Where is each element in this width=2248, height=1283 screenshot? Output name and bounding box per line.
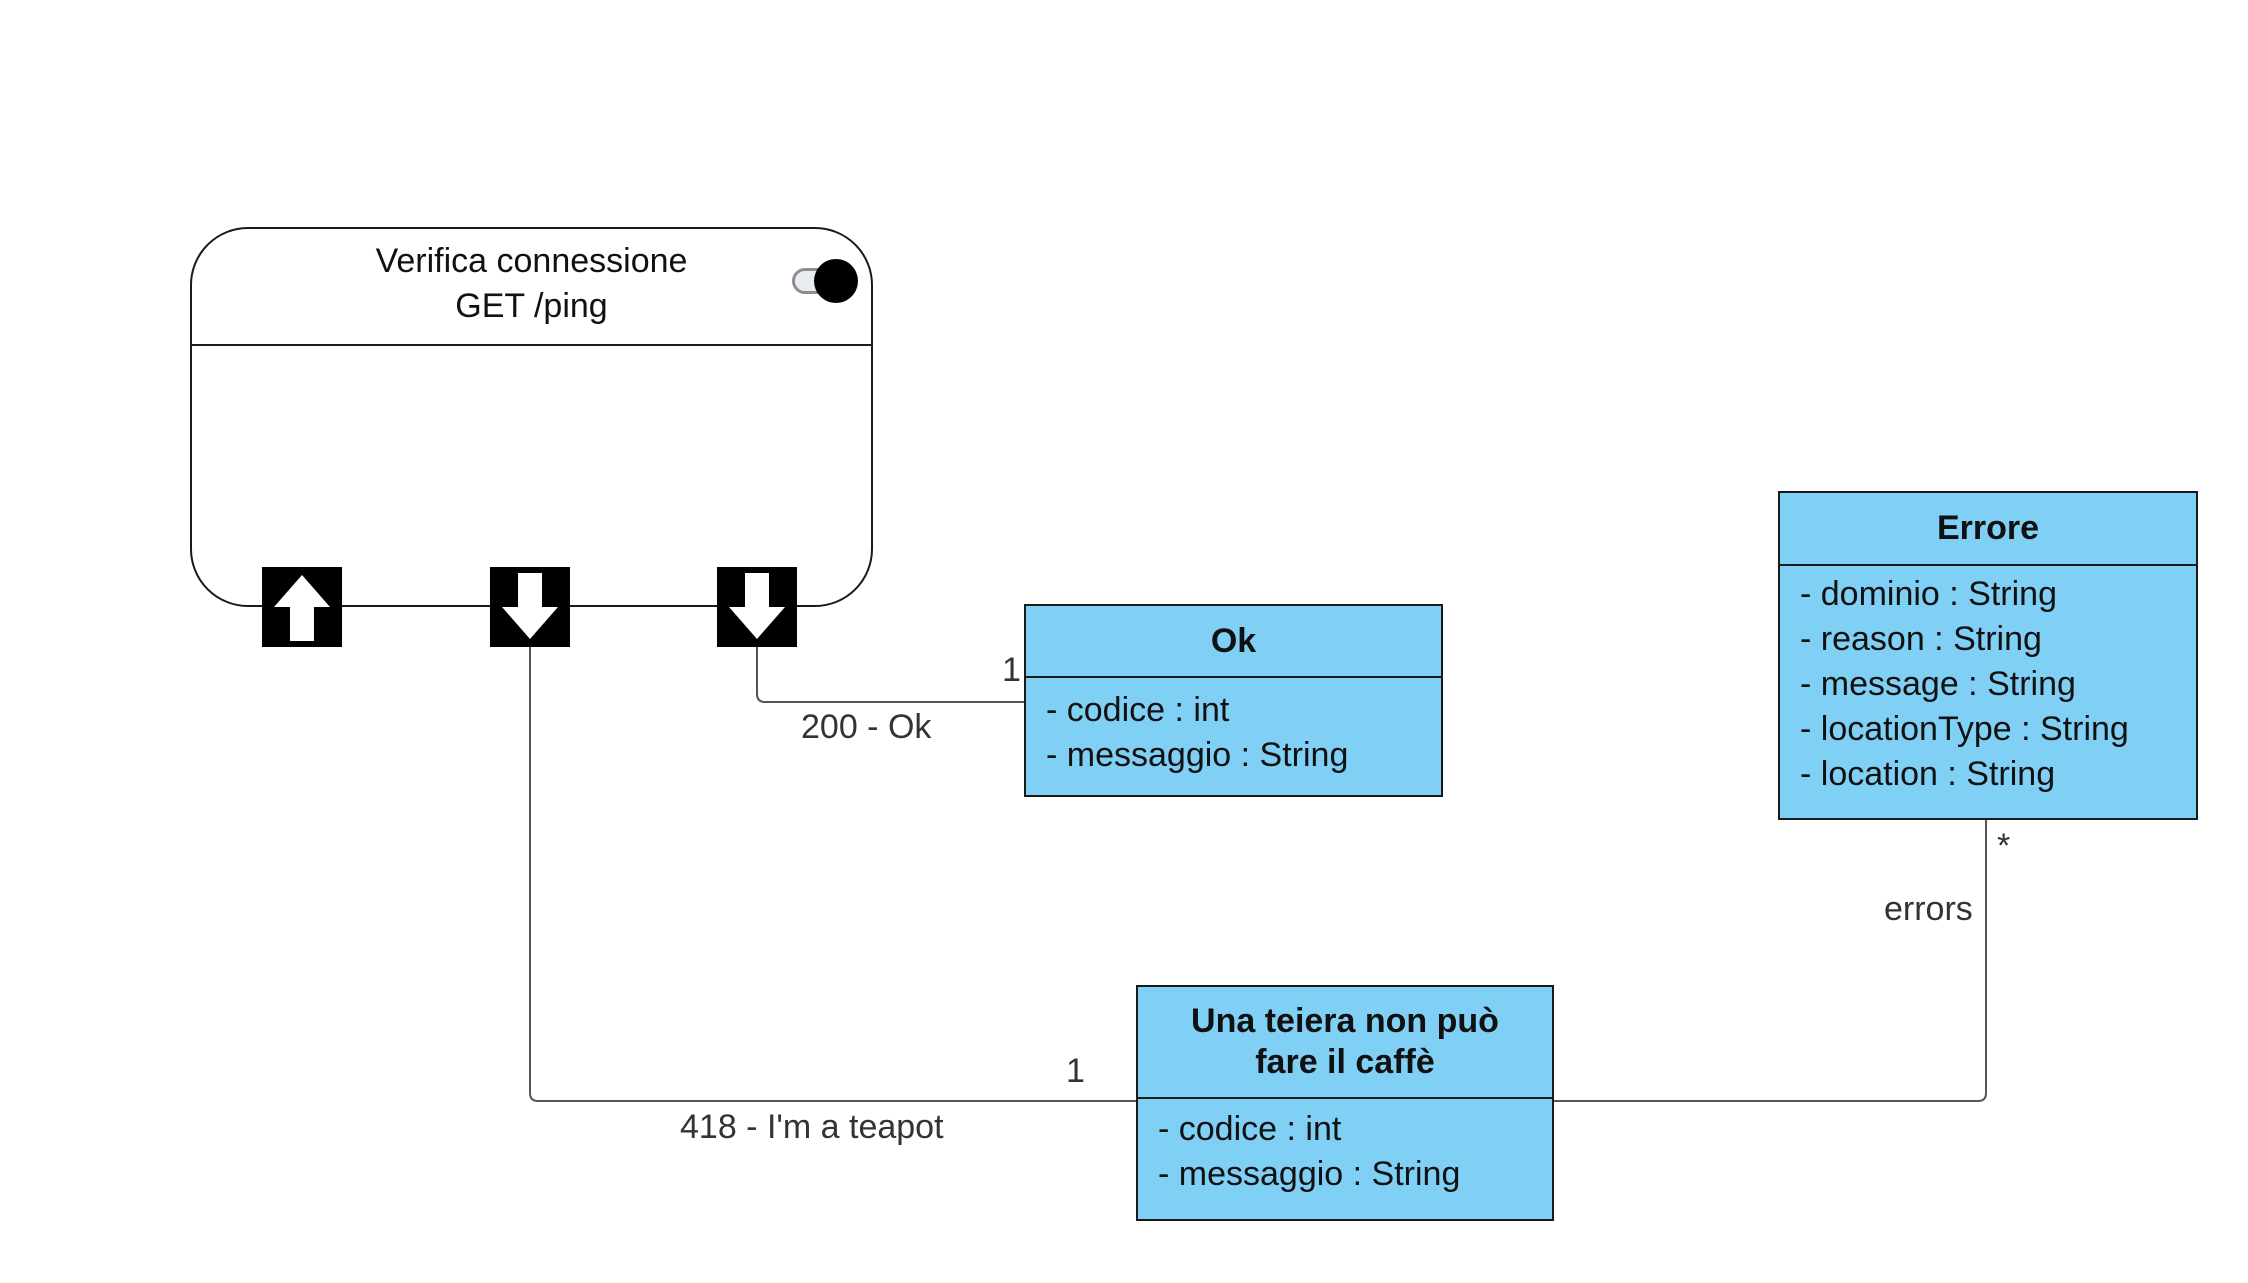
attribute: - messaggio : String [1046, 736, 1349, 774]
class-name: Errore [1780, 493, 2196, 566]
attribute: - messaggio : String [1158, 1155, 1461, 1193]
attribute: - codice : int [1046, 691, 1230, 729]
toggle-knob [814, 259, 858, 303]
api-operation-box[interactable]: Verifica connessione GET /ping [190, 227, 873, 607]
multiplicity-ok: 1 [1002, 651, 1021, 689]
class-ok[interactable]: Ok - codice : int - messaggio : String [1024, 604, 1443, 797]
response-port-418[interactable] [490, 567, 570, 647]
attribute: - locationType : String [1800, 710, 2129, 748]
response-port-200[interactable] [717, 567, 797, 647]
class-attributes: - codice : int - messaggio : String [1138, 1099, 1552, 1197]
operation-endpoint: GET /ping [455, 287, 608, 325]
attribute: - codice : int [1158, 1110, 1342, 1148]
multiplicity-teapot: 1 [1066, 1052, 1085, 1090]
class-errore[interactable]: Errore - dominio : String - reason : Str… [1778, 491, 2198, 820]
label-200-ok: 200 - Ok [801, 708, 932, 746]
class-name: Una teiera non può fare il caffè [1138, 987, 1552, 1099]
label-errors: errors [1884, 890, 1973, 928]
connector-200-ok [756, 647, 1024, 703]
attribute: - message : String [1800, 665, 2076, 703]
connector-errors [1550, 818, 1987, 1102]
class-teapot[interactable]: Una teiera non può fare il caffè - codic… [1136, 985, 1554, 1221]
operation-divider [192, 344, 871, 346]
toggle-on-icon[interactable] [792, 257, 860, 305]
arrow-down-icon [729, 573, 785, 639]
request-port[interactable] [262, 567, 342, 647]
class-name: Ok [1026, 606, 1441, 678]
label-418-teapot: 418 - I'm a teapot [680, 1108, 944, 1146]
attribute: - location : String [1800, 755, 2056, 793]
operation-name: Verifica connessione [375, 242, 688, 280]
class-attributes: - dominio : String - reason : String - m… [1780, 566, 2196, 797]
arrow-up-icon [274, 575, 330, 641]
multiplicity-errors: * [1997, 827, 2011, 865]
attribute: - dominio : String [1800, 575, 2057, 613]
connector-418-teapot [529, 647, 1136, 1102]
attribute: - reason : String [1800, 620, 2042, 658]
arrow-down-icon [502, 573, 558, 639]
class-attributes: - codice : int - messaggio : String [1026, 678, 1441, 778]
operation-title: Verifica connessione GET /ping [192, 239, 871, 329]
